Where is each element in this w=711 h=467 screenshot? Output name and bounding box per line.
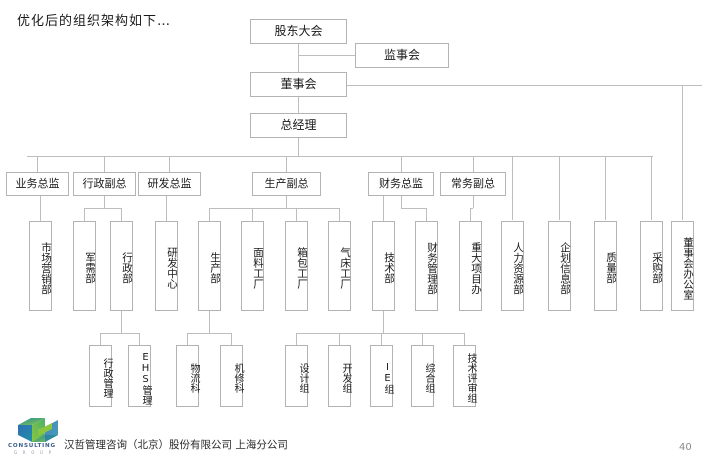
org-node-purchasing[interactable]: 采购部 [640, 221, 663, 311]
org-node-tech-review-team[interactable]: 技术评审组 [453, 345, 476, 407]
connector-technology-general [422, 333, 423, 345]
connector-bus-quality [605, 156, 606, 220]
connector-technology-design [296, 333, 297, 345]
connector-production-maintenance [231, 333, 232, 345]
connector-execvp-down [473, 196, 474, 208]
org-node-biz-director[interactable]: 业务总监 [6, 172, 69, 196]
org-node-supervisory[interactable]: 监事会 [355, 43, 449, 68]
connector-production-bus [187, 333, 232, 334]
org-node-admin-vp[interactable]: 行政副总 [73, 172, 136, 196]
connector-gm-down [298, 138, 299, 156]
connector-admindept-bus [100, 333, 140, 334]
connector-adminvp-military [84, 208, 85, 221]
connector-board-office-drop [682, 85, 683, 220]
connector-technology-dev [339, 333, 340, 345]
connector-technology-bus [296, 333, 465, 334]
org-node-shareholders[interactable]: 股东大会 [250, 19, 347, 44]
org-node-major-project[interactable]: 重大项目办 [459, 221, 482, 311]
org-node-maintenance[interactable]: 机修科 [220, 345, 243, 407]
org-node-ie-team[interactable]: IE组 [370, 345, 393, 407]
org-node-board[interactable]: 董事会 [250, 72, 347, 97]
connector-execvp-bus [470, 208, 473, 209]
connector-fin-bus [401, 208, 426, 209]
connector-prodvp-down [286, 196, 287, 208]
org-node-hr[interactable]: 人力资源部 [501, 221, 524, 311]
org-node-gm[interactable]: 总经理 [250, 113, 347, 138]
connector-fin-financemgmt [426, 208, 427, 221]
page-title: 优化后的组织架构如下… [17, 14, 172, 29]
org-node-finance-mgmt[interactable]: 财务管理部 [415, 221, 438, 311]
logo-subwordmark: G R O U P [14, 450, 54, 455]
org-node-bag-factory[interactable]: 箱包工厂 [285, 221, 308, 311]
connector-board-gm [298, 97, 299, 113]
org-node-military[interactable]: 军需部 [73, 221, 96, 311]
connector-admindept-down [121, 311, 122, 333]
connector-adminvp-admindept [121, 208, 122, 221]
connector-bus-rd [169, 156, 170, 172]
org-node-rd-center[interactable]: 研发中心 [155, 221, 178, 311]
connector-bus-purchasing [651, 156, 652, 220]
org-node-quality[interactable]: 质量部 [594, 221, 617, 311]
org-node-production[interactable]: 生产部 [198, 221, 221, 311]
org-node-general-team[interactable]: 综合组 [411, 345, 434, 407]
connector-prodvp-fabric [252, 208, 253, 221]
company-logo-icon [18, 418, 58, 442]
org-node-logistics[interactable]: 物流科 [176, 345, 199, 407]
connector-technology-techreview [464, 333, 465, 345]
page-number: 40 [679, 442, 692, 453]
connector-main-bus [27, 156, 653, 157]
connector-technology-ie [381, 333, 382, 345]
org-node-design-team[interactable]: 设计组 [285, 345, 308, 407]
footer-company-name: 汉哲管理咨询（北京）股份有限公司 上海分公司 [64, 439, 288, 451]
org-node-board-office[interactable]: 董事会办公室 [671, 221, 694, 311]
connector-bus-planning [559, 156, 560, 220]
connector-bus-adminvp [104, 156, 105, 172]
connector-bus-prodvp [286, 156, 287, 172]
connector-fin-down [401, 196, 402, 208]
connector-prodvp-bag [296, 208, 297, 221]
org-node-dev-team[interactable]: 开发组 [328, 345, 351, 407]
connector-rd-technology [383, 196, 384, 221]
org-node-rd-director[interactable]: 研发总监 [138, 172, 201, 196]
org-node-admin-mgmt[interactable]: 行政管理 [89, 345, 112, 407]
org-node-exec-vp[interactable]: 常务副总 [440, 172, 506, 196]
connector-shareholders-board [298, 44, 299, 72]
connector-prodvp-production [209, 208, 210, 221]
connector-bus-execvp [473, 156, 474, 172]
org-node-fabric-factory[interactable]: 面料工厂 [241, 221, 264, 311]
connector-bus-hr [512, 156, 513, 220]
connector-production-logistics [187, 333, 188, 345]
connector-technology-down [383, 311, 384, 333]
connector-rd-center [166, 196, 167, 221]
org-node-marketing[interactable]: 市场营销部 [29, 221, 52, 311]
org-node-airbed-factory[interactable]: 气床工厂 [328, 221, 351, 311]
connector-prodvp-airbed [339, 208, 340, 221]
connector-admindept-ehs [139, 333, 140, 345]
connector-bus-fin [401, 156, 402, 172]
connector-adminvp-bus [84, 208, 122, 209]
org-node-planning-info[interactable]: 企划信息部 [548, 221, 571, 311]
connector-production-down [209, 311, 210, 333]
connector-bus-biz [37, 156, 38, 172]
connector-biz-marketing [40, 196, 41, 221]
connector-adminvp-down [104, 196, 105, 208]
connector-execvp-majorproject [470, 208, 471, 221]
logo-wordmark: CONSULTING [8, 443, 56, 449]
connector-prodvp-bus [209, 208, 340, 209]
org-node-fin-director[interactable]: 财务总监 [368, 172, 434, 196]
org-node-ehs-mgmt[interactable]: EHS管理 [128, 345, 151, 407]
org-node-technology[interactable]: 技术部 [372, 221, 395, 311]
connector-board-right [347, 85, 702, 86]
org-node-admin-dept[interactable]: 行政部 [110, 221, 133, 311]
connector-supervisory-stem [298, 55, 355, 56]
connector-admindept-adminmgmt [100, 333, 101, 345]
org-node-prod-vp[interactable]: 生产副总 [252, 172, 321, 196]
